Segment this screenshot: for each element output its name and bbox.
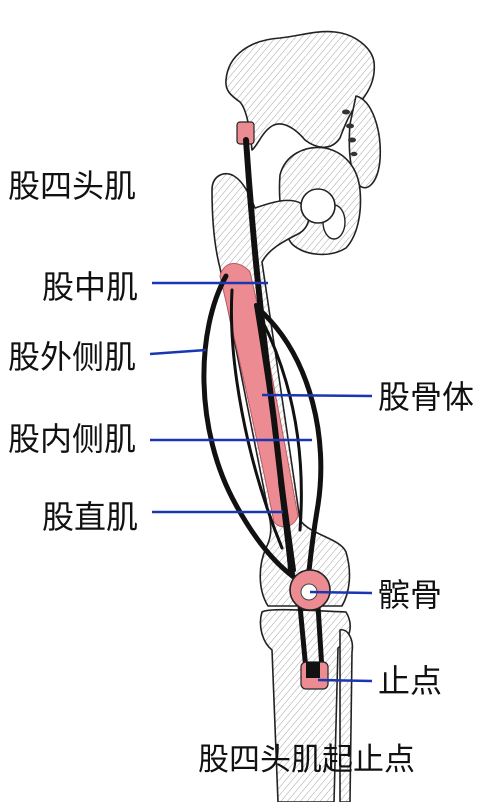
- label-vastus-intermedius: 股中肌: [42, 268, 138, 306]
- label-femur-body: 股骨体: [378, 378, 474, 416]
- sacrum: [348, 95, 382, 189]
- leader-line-patella: [309, 590, 373, 595]
- label-quadriceps: 股四头肌: [8, 167, 136, 205]
- vastus-lateralis-inner-line: [229, 288, 284, 550]
- leader-line-femur-body: [261, 393, 373, 398]
- leader-line-insertion: [317, 678, 373, 683]
- vastus-medialis-outer-line: [259, 309, 324, 583]
- patellar-tendon-right: [315, 603, 325, 673]
- lower-leg: [259, 603, 354, 802]
- label-vastus-lateralis: 股外侧肌: [8, 338, 136, 376]
- vastus-medialis-inner-line: [260, 318, 303, 532]
- insertion-tendon-end: [306, 662, 320, 678]
- rectus-tendon-line: [278, 479, 296, 573]
- vastus-lateralis-outer-line: [201, 273, 301, 583]
- label-vastus-medialis: 股内侧肌: [8, 420, 136, 458]
- leader-lines: [149, 281, 373, 683]
- label-patella: 髌骨: [378, 576, 442, 614]
- sacral-foramina: [342, 109, 358, 157]
- muscle-outlines: [201, 137, 324, 583]
- leader-line-vastus-lateralis: [149, 348, 207, 356]
- label-insertion: 止点: [378, 662, 442, 700]
- patella-group: [289, 569, 331, 611]
- patellar-tendon-left: [297, 603, 309, 673]
- labels: 股四头肌 股中肌 股外侧肌 股骨体 股内侧肌 股直肌 髌骨 止点 股四头肌起止点: [8, 167, 474, 778]
- label-rectus-femoris: 股直肌: [42, 498, 138, 536]
- fibula: [339, 629, 354, 802]
- femoral-head: [300, 188, 336, 224]
- diagram-caption: 股四头肌起止点: [198, 742, 415, 778]
